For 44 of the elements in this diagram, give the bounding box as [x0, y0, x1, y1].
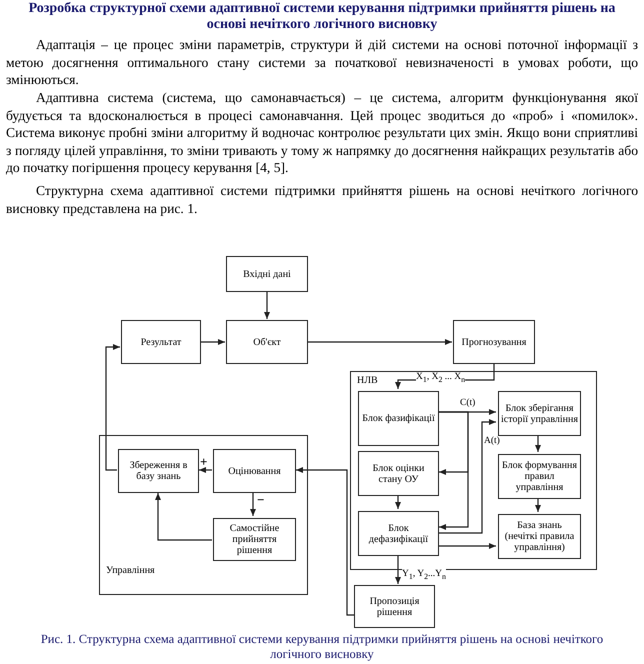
arrow — [438, 543, 496, 549]
process-box: Об'єкт — [226, 320, 308, 364]
arrow — [199, 467, 212, 473]
group-frame — [350, 371, 597, 570]
edge-label: + — [200, 456, 208, 468]
group-frame — [99, 435, 308, 595]
process-box: Вхідні дані — [226, 256, 308, 292]
process-box: Оцінювання — [213, 449, 296, 493]
edge-label: Y$_{1}$, Y$_{2}$...Y$_{n}$ — [402, 569, 446, 582]
paragraph: Структурна схема адаптивної системи підтримки прийняття рішень на основі нечіткого логічного висновку представлена на рис. 1. — [6, 182, 638, 217]
arrow — [535, 435, 541, 452]
arrow — [155, 493, 212, 541]
arrow — [105, 344, 120, 471]
arrow — [395, 555, 401, 584]
arrow — [395, 495, 401, 509]
arrow — [535, 498, 541, 512]
process-box: Збереження в базу знань — [118, 449, 199, 493]
arrow — [201, 339, 225, 345]
group-title: НЛВ — [357, 375, 378, 386]
paragraph: Адаптивна система (система, що самонавчається) – це система, алгоритм функціонування якої будується та вдосконалюється в процесі самонавчання. Цей процес зводиться до «проб» і «помилок». Система виконує пробні зміни алгоритму й водночас контролює результати цих змін. Якщо вони сприятливі з погляду цілей управління, то зміни тривають у тому ж напрямку до досягнення найкращих результатів або до початку погіршення процесу керування [4, 5]. — [6, 89, 638, 176]
group-title: Управління — [106, 565, 155, 576]
process-box: Блок зберігання історії управління — [498, 391, 581, 436]
arrow — [296, 467, 354, 616]
arrow — [438, 411, 469, 530]
process-box: Блок дефазифікації — [358, 511, 439, 556]
paragraph: Адаптація – це процес зміни параметрів, структури й дій системи на основі поточної інформації з метою досягнення оптимального стану системи за початкової невизначеності в умовах роботи, що змінюються. — [6, 36, 638, 88]
process-box: База знань (нечіткі правила управління) — [498, 514, 581, 559]
edge-label: C(t) — [460, 398, 476, 408]
arrow — [308, 339, 452, 345]
process-box: Прогнозування — [453, 320, 535, 364]
arrow — [438, 419, 496, 534]
process-box: Блок фазифікації — [358, 391, 439, 446]
figure-caption: Рис. 1. Структурна схема адаптивної системи керування підтримки прийняття рішень на основі нечіткого логічного висновку — [40, 632, 604, 662]
process-box: Блок оцінки стану ОУ — [358, 451, 439, 496]
edge-label: A(t) — [484, 436, 500, 446]
process-box: Блок формування правил управління — [498, 454, 581, 499]
process-box: Результат — [121, 320, 201, 364]
arrow — [250, 492, 256, 516]
arrow — [264, 292, 270, 319]
edge-label: − — [257, 494, 264, 506]
process-box: Самостійне прийняття рішення — [213, 518, 296, 561]
process-box: Пропозиція рішення — [354, 585, 435, 628]
heading: Розробка структурної схеми адаптивної системи керування підтримки прийняття рішень на основі нечіткого логічного висновку — [28, 1, 616, 33]
edge-label: X$_{1}$, X$_{2}$ ... X$_{n}$ — [416, 372, 466, 385]
